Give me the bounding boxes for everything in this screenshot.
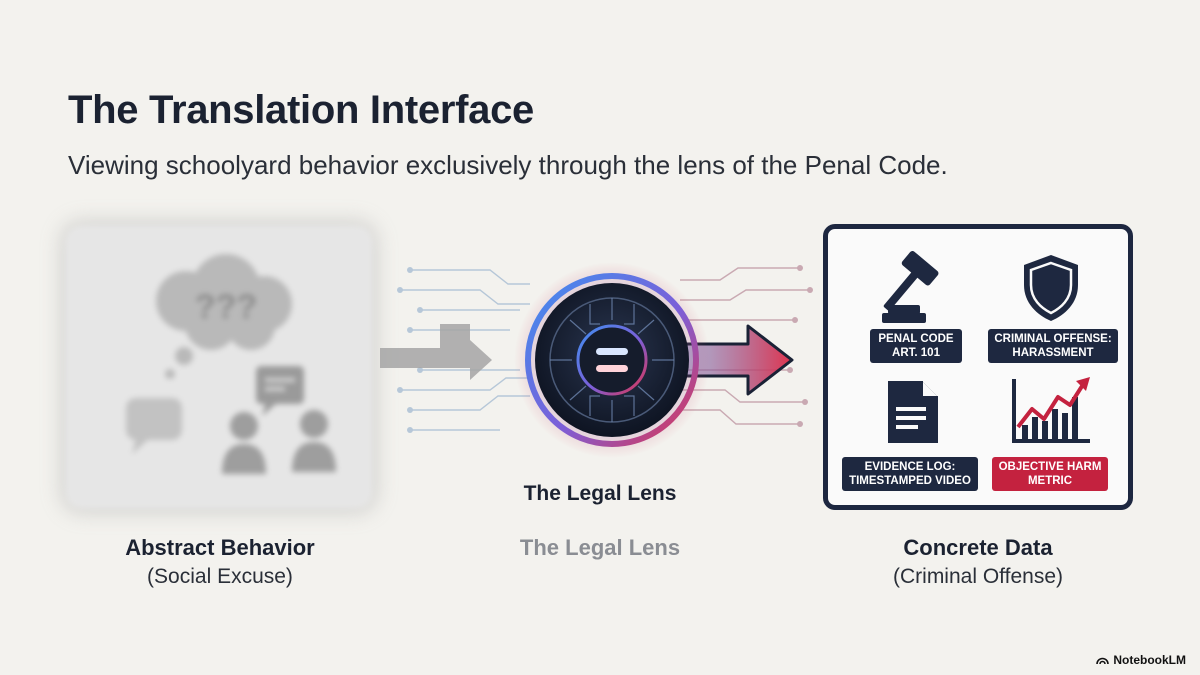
notebooklm-logo-icon [1096, 657, 1110, 665]
badge-criminal-offense: CRIMINAL OFFENSE: HARASSMENT [988, 329, 1118, 363]
equals-icon [596, 348, 628, 372]
concrete-data-title: Concrete Data [903, 535, 1053, 560]
concrete-data-subtitle: (Criminal Offense) [893, 565, 1063, 588]
thought-cloud-icon [156, 254, 292, 379]
abstract-behavior-title: Abstract Behavior [125, 535, 315, 560]
concrete-data-panel: PENAL CODE ART. 101 CRIMINAL OFFENSE: HA… [823, 224, 1133, 510]
trend-chart-icon [1012, 377, 1090, 443]
badge-objective-harm: OBJECTIVE HARM METRIC [992, 457, 1108, 491]
question-marks: ??? [195, 288, 257, 326]
speech-bubble-icon [256, 366, 304, 416]
abstract-behavior-panel: ??? [66, 226, 372, 508]
notebooklm-brand: NotebookLM [1096, 653, 1186, 667]
chat-bubble-icon [126, 398, 182, 454]
document-icon [888, 381, 938, 443]
lens-label: The Legal Lens [523, 482, 677, 505]
badge-evidence-log: EVIDENCE LOG: TIMESTAMPED VIDEO [842, 457, 978, 491]
lens-label-echo: The Legal Lens [519, 535, 681, 560]
page-title: The Translation Interface [68, 88, 534, 132]
page-subtitle: Viewing schoolyard behavior exclusively … [68, 150, 948, 180]
abstract-behavior-subtitle: (Social Excuse) [147, 565, 293, 588]
badge-penal-code: PENAL CODE ART. 101 [870, 329, 962, 363]
legal-lens-graphic [380, 220, 830, 460]
input-arrow [380, 324, 492, 380]
people-icon [222, 410, 336, 474]
gavel-icon [882, 251, 939, 323]
shield-icon [1024, 255, 1078, 321]
